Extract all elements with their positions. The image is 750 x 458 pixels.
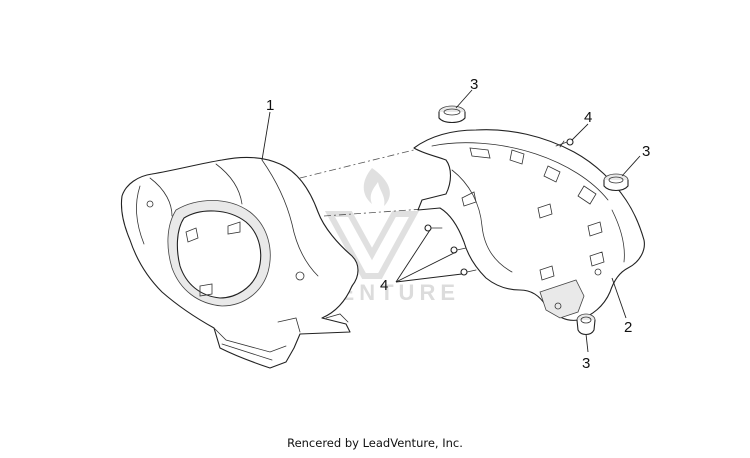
watermark-flame-icon — [363, 168, 390, 206]
watermark-lv-logo-icon — [324, 211, 420, 279]
callout-3-top: 3 — [470, 76, 478, 93]
part-4-screw-top — [555, 138, 574, 148]
part-3-plug-right — [603, 173, 629, 192]
callout-3-right: 3 — [642, 143, 650, 160]
part-1-front-headset-cover — [120, 156, 359, 369]
part-4-screw-3 — [460, 268, 477, 276]
part-2-rear-headset-cover — [413, 129, 645, 321]
part-4-screw-2 — [450, 246, 467, 254]
callout-3-bottom: 3 — [582, 355, 590, 372]
part-3-plug-bottom — [576, 313, 596, 336]
leader-lines — [261, 89, 641, 353]
callout-4-top: 4 — [584, 109, 592, 126]
part-3-plug-top — [438, 105, 466, 124]
callout-4-left: 4 — [380, 277, 388, 294]
footer-credit: Rencered by LeadVenture, Inc. — [287, 436, 463, 450]
part-4-screw-1 — [424, 224, 443, 232]
callout-2: 2 — [624, 319, 632, 336]
callout-1: 1 — [266, 97, 274, 114]
